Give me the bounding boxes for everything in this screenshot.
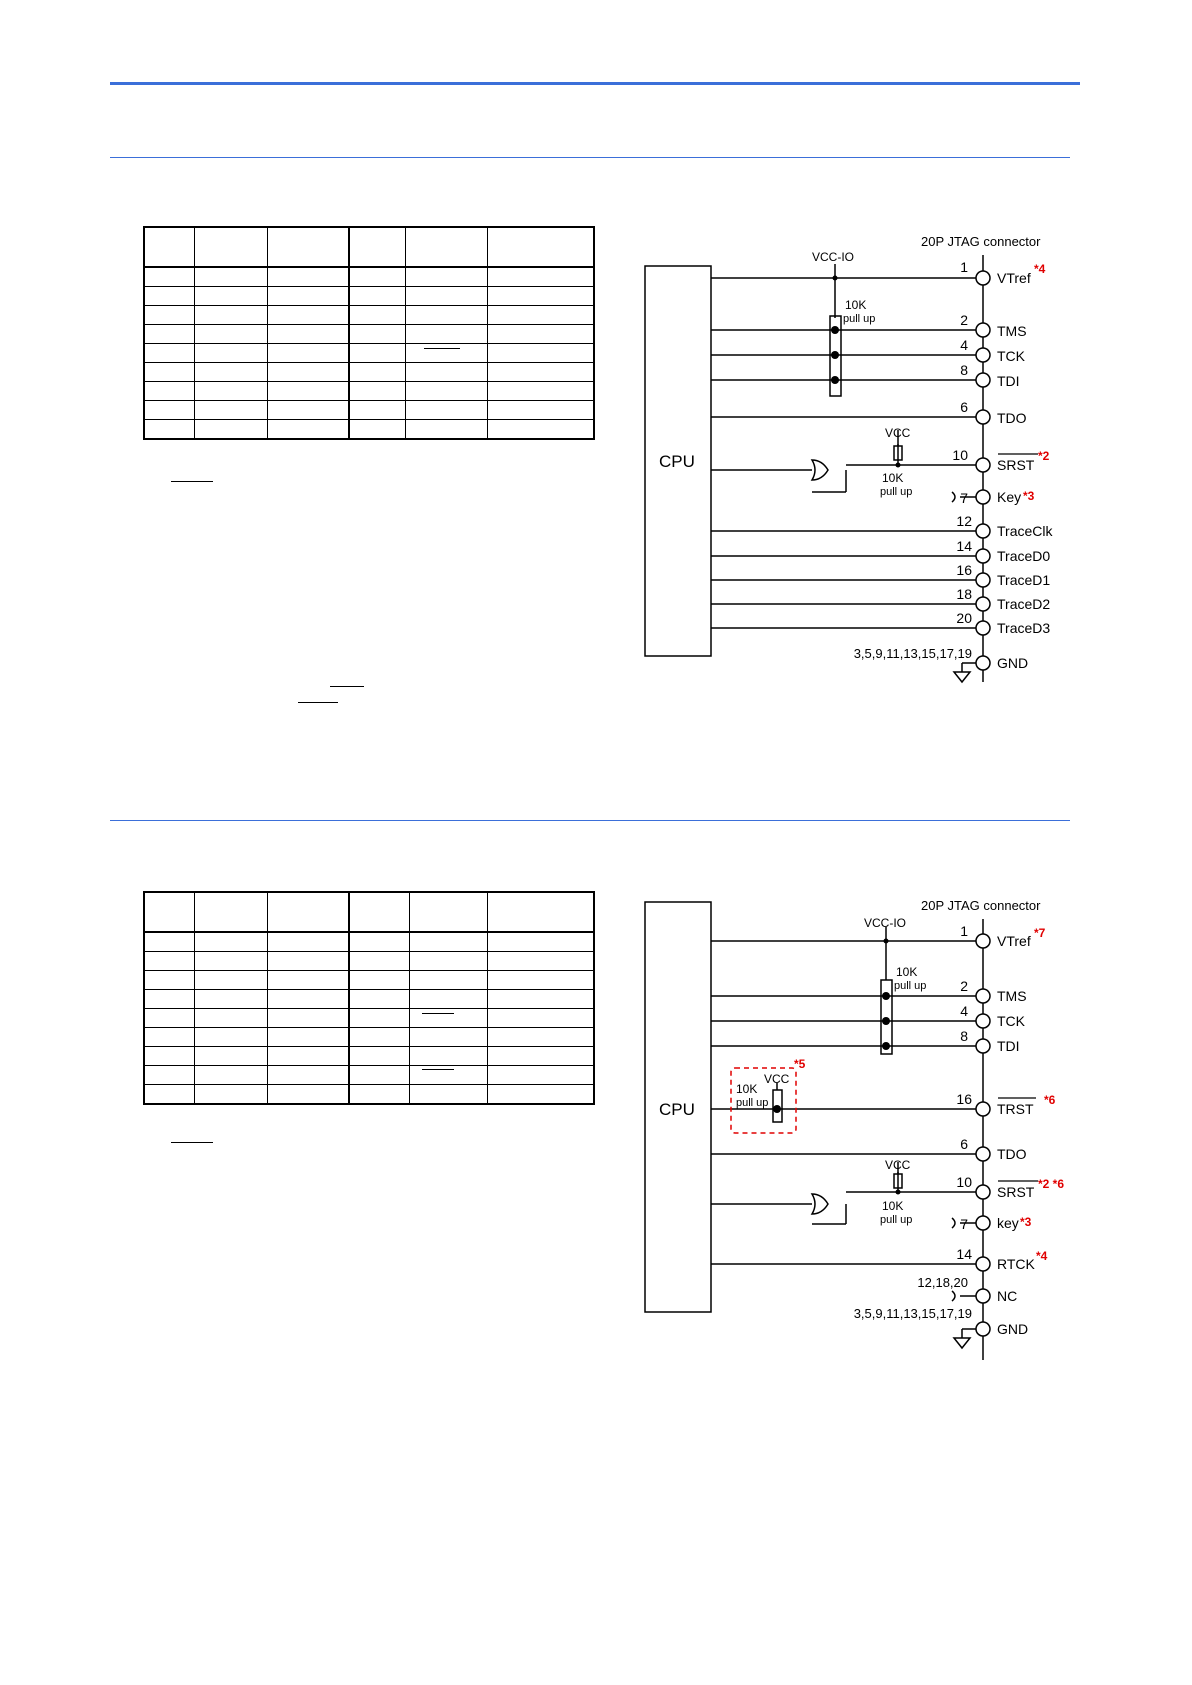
pin-num: 16 xyxy=(956,562,972,578)
pin-num: 20 xyxy=(956,610,972,626)
trst-res-label-b: pull up xyxy=(736,1097,768,1109)
pin-num: 1 xyxy=(960,259,968,275)
pin-num: 10 xyxy=(952,447,968,463)
pin-name: TraceD1 xyxy=(997,572,1050,588)
overline-mark xyxy=(171,481,213,482)
pin-name: GND xyxy=(997,1321,1028,1337)
vcc-label-1: VCC xyxy=(885,426,911,440)
pin-name: RTCK xyxy=(997,1256,1036,1272)
pin-num: 16 xyxy=(956,1091,972,1107)
pin-table-2 xyxy=(143,891,595,1105)
pin-num: 18 xyxy=(956,586,972,602)
pin-name: TDO xyxy=(997,410,1027,426)
vcc-io-label-1: VCC-IO xyxy=(812,250,854,264)
srst-res-label-2b: pull up xyxy=(880,1214,912,1226)
pin-note: *2 *6 xyxy=(1038,1177,1064,1191)
pin-num: 4 xyxy=(960,337,968,353)
overline-mark xyxy=(422,1013,454,1014)
pin-note: *7 xyxy=(1034,926,1046,940)
pin-note: *4 xyxy=(1034,262,1046,276)
trst-dashed-box xyxy=(730,1067,797,1134)
pin-num: 8 xyxy=(960,362,968,378)
trst-box-note: *5 xyxy=(794,1057,806,1071)
srst-res-label-1b: pull up xyxy=(880,486,912,498)
vcc-io-label-2: VCC-IO xyxy=(864,916,906,930)
pin-num: 7 xyxy=(960,1216,968,1232)
pin-name: GND xyxy=(997,655,1028,671)
overline-mark xyxy=(298,702,338,703)
resistor-label-1a: 10K xyxy=(845,298,866,312)
pin-name: VTref xyxy=(997,933,1031,949)
overline-mark xyxy=(171,1142,213,1143)
connector-title-2: 20P JTAG connector xyxy=(921,898,1041,913)
pin-name: NC xyxy=(997,1288,1017,1304)
pin-num: 14 xyxy=(956,1246,972,1262)
pin-num: 7 xyxy=(960,490,968,506)
section-rule-1 xyxy=(110,157,1070,158)
gnd-pins-1: 3,5,9,11,13,15,17,19 xyxy=(854,646,972,661)
pin-name: SRST xyxy=(997,457,1035,473)
trst-vcc-label: VCC xyxy=(764,1072,790,1086)
pin-note: *3 xyxy=(1023,489,1035,503)
srst-res-label-1a: 10K xyxy=(882,471,903,485)
cpu-label-2: CPU xyxy=(659,1100,695,1119)
pin-name: TraceD3 xyxy=(997,620,1050,636)
pin-name: TraceD2 xyxy=(997,596,1050,612)
overline-mark xyxy=(330,686,364,687)
overline-mark xyxy=(422,1069,454,1070)
pin-name: TDO xyxy=(997,1146,1027,1162)
cpu-box-1 xyxy=(644,265,712,657)
pin-name: TMS xyxy=(997,323,1027,339)
pin-num: 10 xyxy=(956,1174,972,1190)
pin-num: 8 xyxy=(960,1028,968,1044)
resistor-pack-2 xyxy=(880,979,893,1055)
resistor-label-1b: pull up xyxy=(843,313,875,325)
pin-name: Key xyxy=(997,489,1021,505)
srst-res-label-2a: 10K xyxy=(882,1199,903,1213)
pin-name: TDI xyxy=(997,1038,1020,1054)
pin-num: 2 xyxy=(960,312,968,328)
resistor-label-2b: pull up xyxy=(894,980,926,992)
pin-name: key xyxy=(997,1215,1019,1231)
pin-name: TraceClk xyxy=(997,523,1053,539)
pin-note: *3 xyxy=(1020,1215,1032,1229)
pin-note: *4 xyxy=(1036,1249,1048,1263)
pin-name: TCK xyxy=(997,1013,1026,1029)
nc-pins: 12,18,20 xyxy=(917,1275,968,1290)
gnd-pins-2: 3,5,9,11,13,15,17,19 xyxy=(854,1306,972,1321)
pin-name: TCK xyxy=(997,348,1026,364)
cpu-label-1: CPU xyxy=(659,452,695,471)
pin-name: VTref xyxy=(997,270,1031,286)
resistor-label-2a: 10K xyxy=(896,965,917,979)
resistor-pack-1 xyxy=(829,315,842,397)
pin-name: TRST xyxy=(997,1101,1034,1117)
pin-num: 14 xyxy=(956,538,972,554)
cpu-box-2 xyxy=(644,901,712,1313)
pin-table-1 xyxy=(143,226,595,440)
pin-name: TraceD0 xyxy=(997,548,1050,564)
pin-num: 12 xyxy=(956,513,972,529)
trst-res-label-a: 10K xyxy=(736,1082,757,1096)
pin-num: 6 xyxy=(960,399,968,415)
overline-mark xyxy=(424,348,460,349)
pin-name: TDI xyxy=(997,373,1020,389)
pin-note: *6 xyxy=(1044,1093,1056,1107)
pin-name: SRST xyxy=(997,1184,1035,1200)
header-rule xyxy=(110,82,1080,85)
vcc-label-2: VCC xyxy=(885,1158,911,1172)
pin-num: 6 xyxy=(960,1136,968,1152)
pin-name: TMS xyxy=(997,988,1027,1004)
pin-num: 4 xyxy=(960,1003,968,1019)
section-rule-2 xyxy=(110,820,1070,821)
pin-num: 1 xyxy=(960,923,968,939)
connector-title-1: 20P JTAG connector xyxy=(921,234,1041,249)
pin-num: 2 xyxy=(960,978,968,994)
pin-note: *2 xyxy=(1038,449,1050,463)
